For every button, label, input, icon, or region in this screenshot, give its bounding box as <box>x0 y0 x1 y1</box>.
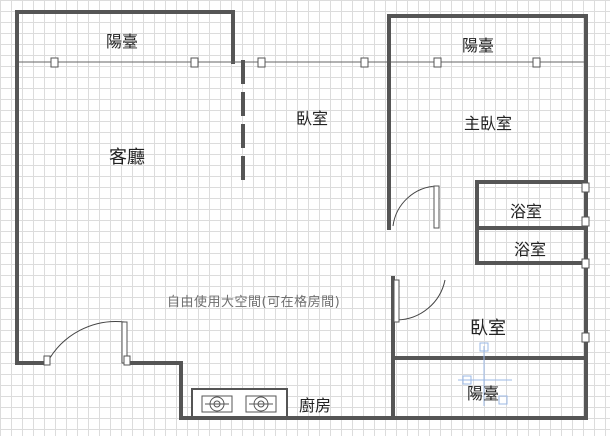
balcony-top-left-wall <box>15 10 235 64</box>
balcony-top-left-label: 陽臺 <box>106 32 139 51</box>
window-post <box>581 258 590 269</box>
window-post <box>581 332 590 343</box>
window-post <box>532 57 541 68</box>
window-post <box>190 57 199 68</box>
entrance-door-swing <box>46 320 126 364</box>
door-jamb <box>123 355 131 366</box>
door-jamb <box>43 355 51 366</box>
living-room-west-wall <box>15 60 48 365</box>
balcony-bottom-label: 陽臺 <box>467 384 500 403</box>
bathroom-2-label: 浴室 <box>514 240 547 259</box>
master-bedroom-door-leaf <box>433 185 440 229</box>
bathroom-wall <box>475 180 588 265</box>
bathroom-1-label: 浴室 <box>510 202 543 221</box>
balcony-top-right-label: 陽臺 <box>462 36 495 55</box>
balcony-top-right-wall <box>387 14 588 64</box>
window-post <box>581 182 590 193</box>
master-bedroom-door-swing <box>392 185 438 227</box>
living-room-label: 客廳 <box>109 147 145 168</box>
lower-bedroom-door-swing <box>396 279 446 321</box>
window-post <box>257 57 266 68</box>
lower-bedroom-door-leaf <box>393 279 400 323</box>
master-bedroom-label: 主臥室 <box>464 114 513 133</box>
bedroom-center-label: 臥室 <box>296 109 329 128</box>
kitchen-label: 廚房 <box>299 396 332 415</box>
bedroom-lower-label: 臥室 <box>470 318 506 339</box>
open-space-note: 自由使用大空間(可在格房間) <box>167 295 341 310</box>
stove-icon <box>191 388 288 418</box>
window-post <box>50 57 59 68</box>
selection-marker <box>458 342 512 406</box>
window-post <box>433 57 442 68</box>
window-post <box>581 216 590 227</box>
window-post <box>360 57 369 68</box>
